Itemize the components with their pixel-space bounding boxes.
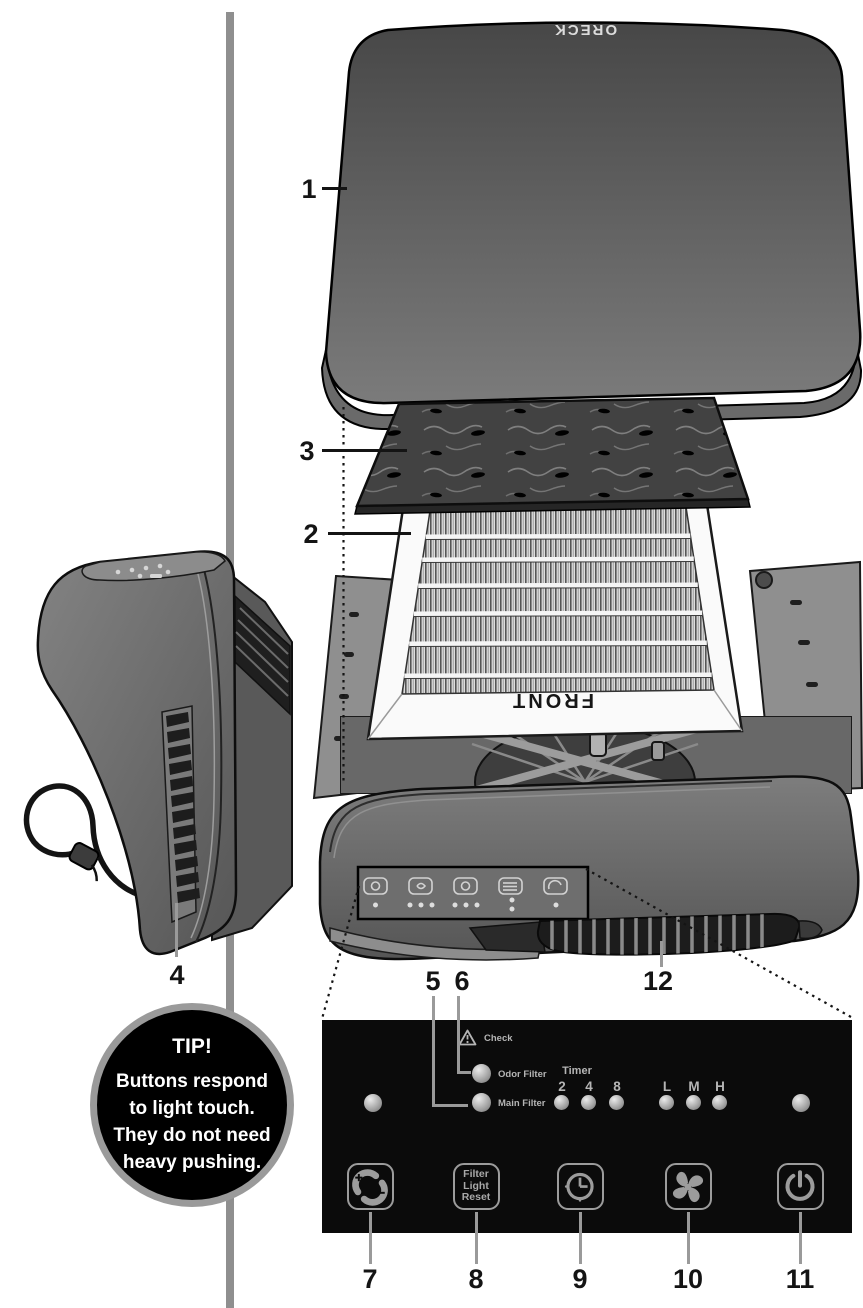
callout-line-main-filter xyxy=(328,532,411,535)
tip-bubble: TIP! Buttons respond to light touch. The… xyxy=(90,1003,294,1207)
dotted-callout-lines xyxy=(321,407,852,1018)
timer-button[interactable] xyxy=(556,1163,604,1210)
timer-label: Timer xyxy=(562,1065,592,1077)
callout-odor-filter-light: 6 xyxy=(454,966,470,996)
fan-icon xyxy=(672,1171,704,1202)
speed-medium-led xyxy=(686,1095,701,1110)
callout-lid: 1 xyxy=(301,174,317,204)
speed-medium-label: M xyxy=(688,1079,700,1094)
brand-logo: ORECK xyxy=(552,21,618,38)
status-led-right xyxy=(792,1094,810,1112)
power-button[interactable] xyxy=(776,1163,824,1210)
odor-filter xyxy=(354,396,751,515)
timer-8-led xyxy=(609,1095,624,1110)
air-grille xyxy=(468,912,823,956)
callout-line-main-filter-light xyxy=(432,996,435,1106)
speed-low-led xyxy=(659,1095,674,1110)
callout-line-odor-filter-light xyxy=(457,996,460,1074)
callout-main-filter-light: 5 xyxy=(425,966,441,996)
callout-line-main-filter-light-h xyxy=(432,1104,468,1107)
plus-minus-crescent-icon xyxy=(352,1168,388,1206)
timer-hour-8: 8 xyxy=(613,1079,621,1094)
unit-reset-icon xyxy=(498,877,523,895)
callout-line-power-button xyxy=(799,1212,802,1264)
callout-line-unit xyxy=(175,903,178,957)
timer-hour-4: 4 xyxy=(585,1079,593,1094)
tip-title: TIP! xyxy=(172,1034,212,1058)
speed-low-label: L xyxy=(662,1079,672,1094)
main-filter xyxy=(366,496,744,741)
reset-button-label: Reset xyxy=(461,1191,491,1204)
callout-line-odor-filter xyxy=(322,449,407,452)
tip-line: They do not need xyxy=(113,1124,271,1146)
odor-filter-label: Odor Filter xyxy=(498,1069,547,1080)
timer-hour-2: 2 xyxy=(558,1079,566,1094)
unit-timer-icon xyxy=(453,877,478,895)
unit-fan-icon xyxy=(408,877,433,895)
power-icon xyxy=(785,1169,815,1201)
callout-line-odor-filter-light-h xyxy=(457,1071,471,1074)
top-lid xyxy=(320,21,863,431)
callout-line-speed-button xyxy=(369,1212,372,1264)
warning-triangle-icon xyxy=(458,1029,477,1046)
tip-line: to light touch. xyxy=(129,1097,255,1119)
callout-grille: 12 xyxy=(642,966,674,996)
callout-speed-button: 7 xyxy=(362,1264,378,1294)
unit-panel-strip xyxy=(356,865,590,921)
filter-front-marking: FRONT xyxy=(510,689,594,711)
callout-line-timer-button xyxy=(579,1212,582,1264)
callout-timer-button: 9 xyxy=(572,1264,588,1294)
callout-line-fan-button xyxy=(687,1212,690,1264)
clock-icon xyxy=(564,1172,594,1202)
speed-high-label: H xyxy=(715,1079,725,1094)
callout-line-grille xyxy=(660,941,663,967)
callout-line-reset-button xyxy=(475,1212,478,1264)
callout-fan-button: 10 xyxy=(672,1264,704,1294)
callout-line-lid xyxy=(322,187,347,190)
speed-high-led xyxy=(712,1095,727,1110)
callout-unit: 4 xyxy=(169,960,185,990)
speed-control-button[interactable] xyxy=(346,1163,394,1210)
check-label: Check xyxy=(484,1033,513,1044)
power-cord xyxy=(23,783,151,901)
odor-filter-led xyxy=(472,1064,491,1083)
reset-button-label: Light xyxy=(463,1179,489,1192)
tip-line: Buttons respond xyxy=(116,1070,268,1092)
timer-2-led xyxy=(554,1095,569,1110)
control-panel-detail: Check Odor Filter Main Filter Timer 2 4 … xyxy=(322,1020,852,1233)
callout-main-filter: 2 xyxy=(303,519,319,549)
reset-button-label: Filter xyxy=(463,1168,489,1181)
main-filter-label: Main Filter xyxy=(498,1098,546,1109)
callout-power-button: 11 xyxy=(785,1264,815,1294)
assembled-unit xyxy=(23,550,293,956)
main-filter-led xyxy=(472,1093,491,1112)
unit-top-buttons xyxy=(115,563,171,579)
status-led-left xyxy=(364,1094,382,1112)
callout-reset-button: 8 xyxy=(468,1264,484,1294)
unit-speed-icon xyxy=(543,877,568,895)
callout-odor-filter: 3 xyxy=(299,436,315,466)
unit-power-icon xyxy=(363,877,388,895)
fan-speed-button[interactable] xyxy=(664,1163,712,1210)
filter-light-reset-button[interactable]: Filter Light Reset xyxy=(452,1163,500,1210)
tip-line: heavy pushing. xyxy=(122,1151,262,1173)
unit-vent-slats xyxy=(161,705,200,924)
timer-4-led xyxy=(581,1095,596,1110)
